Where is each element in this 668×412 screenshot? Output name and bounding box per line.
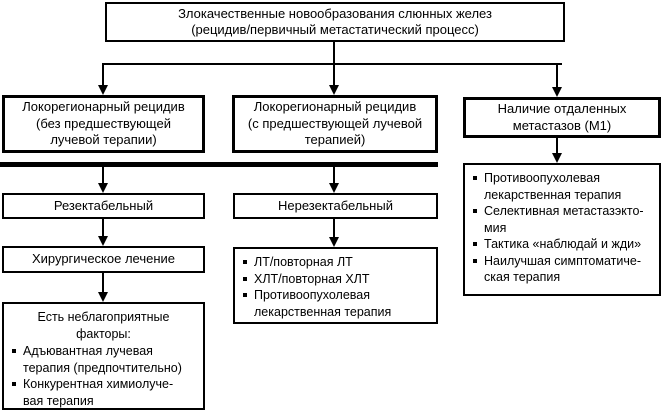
list-item: Селективная метастазэкто- мия bbox=[471, 203, 653, 236]
connector-left-3 bbox=[102, 273, 104, 293]
arrowhead-icon bbox=[552, 87, 562, 97]
list-item-text: Противоопухолевая лекарственная терапия bbox=[484, 171, 622, 202]
node-root: Злокачественные новообразования слюнных … bbox=[105, 2, 565, 42]
arrowhead-icon bbox=[552, 153, 562, 163]
connector-left-1 bbox=[102, 167, 104, 184]
node-locoregional-no-prior-rt: Локорегионарный рецидив (без предшествую… bbox=[2, 95, 205, 153]
connector-left-2 bbox=[102, 219, 104, 237]
list-item: Наилучшая симптоматиче- ская терапия bbox=[471, 253, 653, 286]
bullet-icon bbox=[12, 382, 16, 386]
arrowhead-icon bbox=[98, 85, 108, 95]
list-item-text: Противоопухолевая лекарственная терапия bbox=[254, 288, 392, 319]
bullet-icon bbox=[473, 209, 477, 213]
connector-middle-2 bbox=[333, 219, 335, 238]
list-item-text: Наилучшая симптоматиче- ская терапия bbox=[484, 253, 641, 285]
list-item: ХЛТ/повторная ХЛТ bbox=[241, 271, 430, 288]
list-item-text: ЛТ/повторная ЛТ bbox=[254, 255, 353, 269]
bullet-icon bbox=[243, 276, 247, 281]
connector-root-stem bbox=[333, 42, 335, 64]
node-resectable: Резектабельный bbox=[2, 193, 205, 219]
list-item-text: Конкурентная химиолуче- вая терапия bbox=[23, 377, 174, 408]
bullet-icon bbox=[473, 258, 477, 263]
list-item: Противоопухолевая лекарственная терапия bbox=[241, 287, 430, 320]
bullet-icon bbox=[12, 349, 16, 353]
list-item: Адъювантная лучевая терапия (предпочтите… bbox=[10, 343, 197, 376]
arrowhead-icon bbox=[98, 236, 108, 246]
node-surgery: Хирургическое лечение bbox=[2, 246, 205, 273]
arrowhead-icon bbox=[329, 237, 339, 247]
connector-drop-left bbox=[102, 63, 104, 86]
list-item-text: Тактика «наблюдай и жди» bbox=[484, 237, 642, 251]
connector-right-1 bbox=[556, 138, 558, 154]
list-item: Противоопухолевая лекарственная терапия bbox=[471, 170, 653, 203]
bullet-icon bbox=[473, 176, 477, 180]
list-item: ЛТ/повторная ЛТ bbox=[241, 254, 430, 271]
adverse-factors-header: Есть неблагоприятные факторы: bbox=[37, 310, 170, 341]
connector-middle-1 bbox=[333, 167, 335, 184]
node-adverse-factors: Есть неблагоприятные факторы: Адъювантна… bbox=[2, 302, 205, 410]
arrowhead-icon bbox=[98, 183, 108, 193]
node-unresectable-options: ЛТ/повторная ЛТ ХЛТ/повторная ХЛТ Против… bbox=[233, 247, 438, 324]
list-item: Конкурентная химиолуче- вая терапия bbox=[10, 376, 197, 409]
bullet-icon bbox=[243, 293, 247, 297]
connector-drop-right bbox=[556, 63, 558, 88]
bullet-icon bbox=[473, 242, 477, 246]
arrowhead-icon bbox=[329, 183, 339, 193]
arrowhead-icon bbox=[98, 292, 108, 302]
node-unresectable: Нерезектабельный bbox=[233, 193, 438, 219]
list-item-text: ХЛТ/повторная ХЛТ bbox=[254, 271, 370, 286]
connector-drop-middle bbox=[333, 63, 335, 86]
list-item-text: Адъювантная лучевая терапия (предпочтите… bbox=[23, 344, 182, 375]
divider-line bbox=[0, 162, 438, 167]
arrowhead-icon bbox=[329, 85, 339, 95]
list-item-text: Селективная метастазэкто- мия bbox=[484, 204, 644, 235]
node-metastasis-options: Противоопухолевая лекарственная терапия … bbox=[463, 163, 661, 296]
bullet-icon bbox=[243, 260, 247, 264]
node-distant-metastases: Наличие отдаленных метастазов (M1) bbox=[463, 97, 661, 138]
connector-branch-bar bbox=[102, 63, 562, 65]
list-item: Тактика «наблюдай и жди» bbox=[471, 236, 653, 253]
node-locoregional-prior-rt: Локорегионарный рецидив (с предшествующе… bbox=[232, 95, 438, 153]
